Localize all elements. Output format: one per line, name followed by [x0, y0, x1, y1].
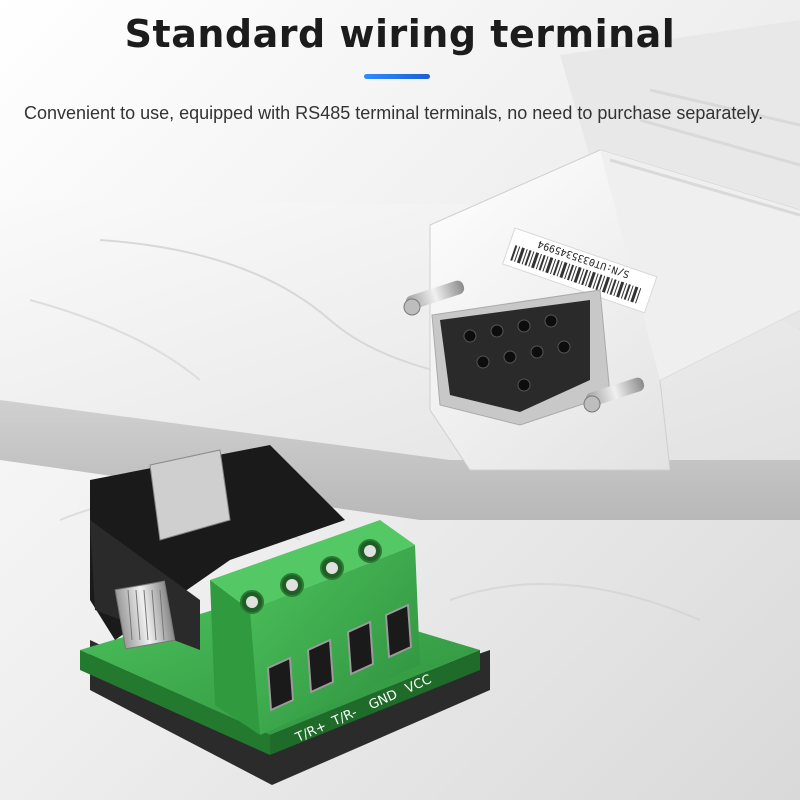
feature-header: Standard wiring terminal Convenient to u… [0, 0, 800, 170]
page-title: Standard wiring terminal [124, 12, 676, 56]
thumb-screw-left [403, 280, 465, 316]
thumb-screw-right [583, 377, 645, 413]
white-adapter-housing: S/N:UT0335345994 [403, 20, 800, 471]
feature-description: Convenient to use, equipped with RS485 t… [24, 103, 764, 123]
rs485-terminal-adapter: T/R+ T/R- GND VCC [80, 445, 490, 785]
title-accent-bar [364, 74, 430, 79]
